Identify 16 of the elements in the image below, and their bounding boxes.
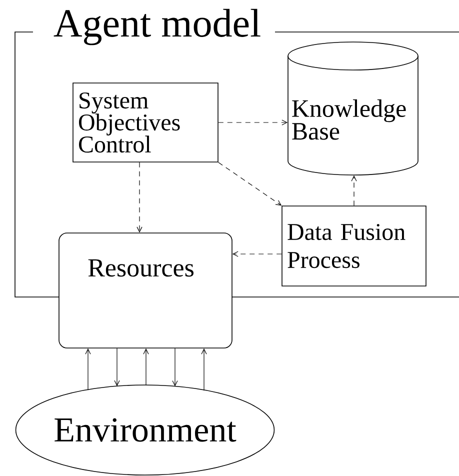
process-box: System Objectives Control	[72, 82, 218, 162]
arrow	[201, 348, 207, 391]
node-label: Knowledge Base	[292, 99, 406, 140]
arrow	[232, 251, 282, 257]
arrow	[136, 162, 142, 233]
process-box: Data Fusion Process	[282, 206, 426, 286]
arrow	[85, 348, 91, 390]
process-box: Resources	[58, 232, 232, 348]
frame-title: Agent model	[54, 8, 260, 46]
arrow	[351, 175, 357, 206]
arrow	[218, 162, 282, 206]
arrow	[143, 348, 149, 386]
arrow	[114, 348, 120, 386]
database-cylinder: Knowledge Base	[288, 42, 418, 176]
arrow	[218, 120, 288, 126]
arrow	[172, 348, 178, 386]
